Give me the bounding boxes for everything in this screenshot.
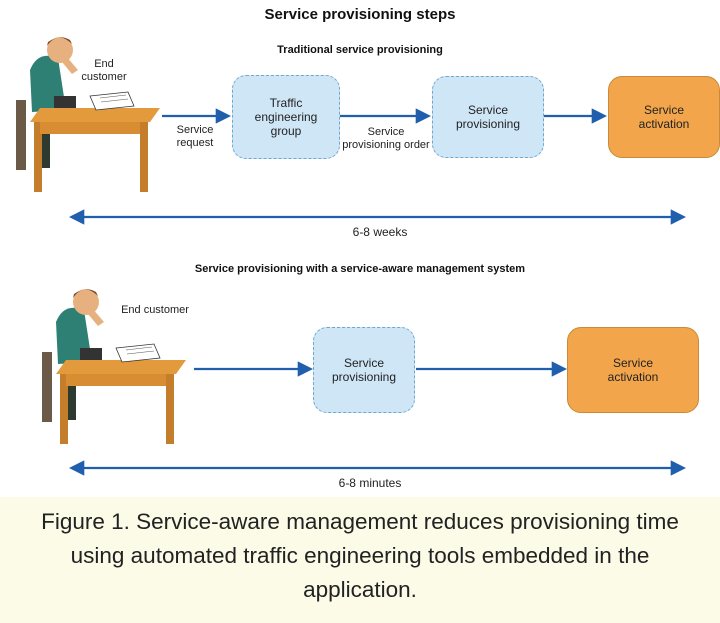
duration-minutes-label: 6-8 minutes	[338, 476, 402, 490]
service-activation-box-1: Service activation	[608, 76, 720, 158]
section-heading-traditional: Traditional service provisioning	[277, 44, 443, 56]
traffic-engineering-group-box: Traffic engineering group	[232, 75, 340, 159]
duration-weeks-label: 6-8 weeks	[352, 225, 408, 239]
service-provisioning-label-2: Service provisioning	[331, 356, 397, 384]
caption-background	[0, 497, 720, 623]
diagram-title: Service provisioning steps	[264, 6, 456, 23]
end-customer-label-2: End customer	[121, 304, 189, 316]
end-customer-illustration-1	[16, 37, 160, 192]
person-head	[47, 37, 73, 63]
provisioning-order-label: Service provisioning order	[342, 126, 430, 151]
figure-caption: Figure 1. Service-aware management reduc…	[41, 509, 679, 602]
chair-back	[16, 100, 26, 170]
end-customer-label-1: End customer	[81, 58, 127, 83]
service-provisioning-box-1: Service provisioning	[432, 76, 544, 158]
section-heading-service-aware: Service provisioning with a service-awar…	[194, 263, 526, 275]
end-customer-illustration-2	[42, 289, 186, 444]
service-request-label: Service request	[176, 124, 214, 149]
desk-top	[30, 108, 160, 122]
service-provisioning-label-1: Service provisioning	[455, 103, 521, 131]
service-activation-box-2: Service activation	[567, 327, 699, 413]
service-provisioning-box-2: Service provisioning	[313, 327, 415, 413]
traffic-engineering-group-label: Traffic engineering group	[254, 96, 318, 138]
service-activation-label-1: Service activation	[638, 103, 690, 131]
service-activation-label-2: Service activation	[607, 356, 659, 384]
